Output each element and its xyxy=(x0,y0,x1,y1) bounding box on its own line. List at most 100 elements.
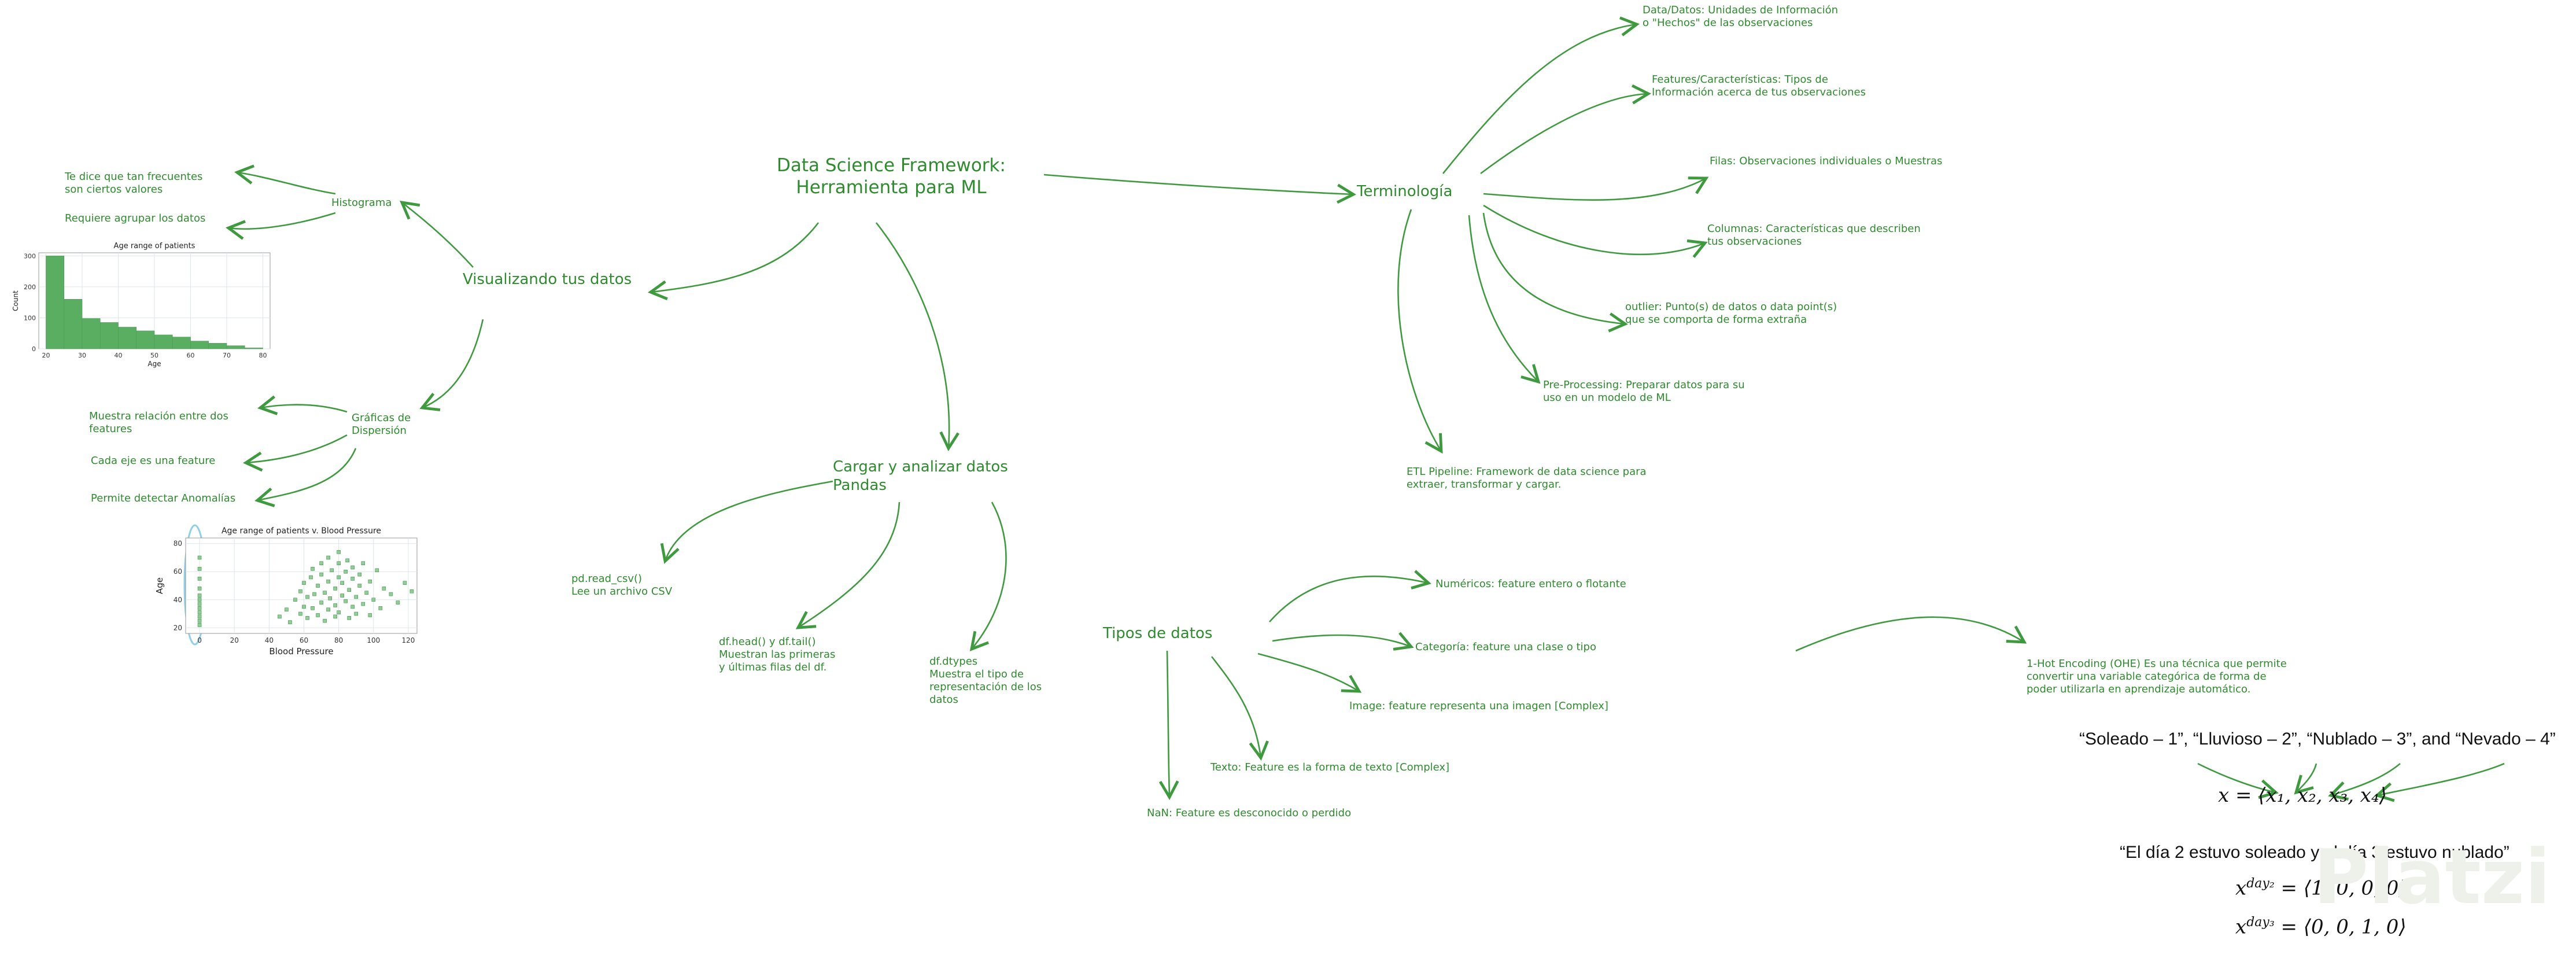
hist-leaf-frecuencia: Te dice que tan frecuentes son ciertos v… xyxy=(65,171,203,196)
connector-central-terminologia xyxy=(1043,174,1356,204)
scatter-title: Age range of patients v. Blood Pressure xyxy=(222,526,381,536)
ohe-example-sentence: “El día 2 estuvo soleado y el día 3 estu… xyxy=(2120,843,2509,862)
scatter-point xyxy=(328,596,332,600)
connector-tipos-nan xyxy=(1158,650,1179,800)
cargar-leaf-read-csv: pd.read_csv() Lee un archivo CSV xyxy=(571,573,673,598)
connector-viz-dispersion xyxy=(419,319,484,411)
hist-bar xyxy=(208,343,227,349)
scatter-point xyxy=(197,594,202,598)
scatter-point xyxy=(340,594,344,598)
scatter-point xyxy=(278,614,282,619)
hist-x-tick-label: 70 xyxy=(223,352,231,359)
scatter-point xyxy=(389,592,393,596)
hist-bar xyxy=(82,318,101,349)
scatter-point xyxy=(197,610,202,614)
scatter-x-label: Blood Pressure xyxy=(269,646,333,657)
dispersion-node: Gráficas de Dispersión xyxy=(352,412,411,437)
scatter-point xyxy=(361,561,366,565)
connector-tipos-image xyxy=(1257,653,1362,693)
scatter-point xyxy=(305,595,309,599)
hist-leaf-agrupar: Requiere agrupar los datos xyxy=(65,212,206,224)
ohe-categories-line: “Soleado – 1”, “Lluvioso – 2”, “Nublado … xyxy=(2079,729,2556,749)
scatter-point xyxy=(326,607,330,612)
ohe-day2-formula: xday₂ = ⟨1, 0, 0, 0⟩ xyxy=(2235,876,2407,900)
connector-term-features xyxy=(1480,84,1651,175)
hist-bar xyxy=(172,337,191,349)
platzi-watermark: Platzi xyxy=(2313,833,2551,921)
scatter-point xyxy=(316,613,320,617)
connector-tipos-numericos xyxy=(1269,570,1431,622)
scatter-x-tick-label: 40 xyxy=(265,636,274,644)
scatter-point xyxy=(323,591,327,595)
scatter-point xyxy=(396,600,400,605)
hist-bar xyxy=(244,348,263,349)
onehot-node: 1-Hot Encoding (OHE) Es una técnica que … xyxy=(2027,658,2287,695)
ohe-day3-formula: xday₃ = ⟨0, 0, 1, 0⟩ xyxy=(2235,915,2407,939)
tipo-texto: Texto: Feature es la forma de texto [Com… xyxy=(1211,761,1450,773)
scatter-plot-area xyxy=(185,537,418,634)
scatter-point xyxy=(354,595,359,599)
scatter-point xyxy=(298,589,302,594)
scatter-point xyxy=(337,561,341,565)
scatter-point xyxy=(337,610,341,614)
scatter-point xyxy=(382,587,386,591)
scatter-point xyxy=(368,613,372,617)
scatter-point xyxy=(337,575,341,580)
viz-node: Visualizando tus datos xyxy=(463,271,632,288)
scatter-point xyxy=(311,606,315,610)
connector-term-filas xyxy=(1483,176,1709,201)
hist-bar xyxy=(136,330,155,349)
scatter-point xyxy=(197,602,202,606)
cargar-node: Cargar y analizar datos Pandas xyxy=(833,458,1008,494)
scatter-point xyxy=(333,614,337,619)
connector-ohe-x2 xyxy=(2294,763,2317,795)
scatter-x-tick-label: 100 xyxy=(367,636,380,644)
disp-leaf-eje: Cada eje es una feature xyxy=(91,455,216,467)
hist-bar xyxy=(226,345,245,349)
scatter-point xyxy=(197,577,202,581)
connector-tipos-categoria xyxy=(1272,632,1414,651)
scatter-point xyxy=(305,616,309,620)
hist-x-label: Age xyxy=(147,360,161,368)
scatter-point xyxy=(345,558,349,563)
scatter-point xyxy=(319,572,323,577)
scatter-point xyxy=(344,599,348,603)
scatter-point xyxy=(347,588,352,592)
connector-viz-histograma xyxy=(400,200,474,268)
tipos-node: Tipos de datos xyxy=(1103,625,1213,642)
scatter-point xyxy=(357,572,362,577)
hist-y-tick-label: 200 xyxy=(24,283,36,291)
connector-histograma-leaf1 xyxy=(234,164,336,195)
histograma-node: Histograma xyxy=(331,197,392,209)
connector-term-preproc xyxy=(1468,215,1541,384)
scatter-x-tick-label: 20 xyxy=(230,636,239,644)
hist-x-tick-label: 50 xyxy=(150,352,158,359)
connector-cargar-leaf1 xyxy=(660,480,833,564)
scatter-point xyxy=(371,598,376,602)
connector-cargar-leaf2 xyxy=(795,502,901,629)
scatter-point xyxy=(312,592,316,596)
scatter-point xyxy=(326,579,330,584)
scatter-point xyxy=(337,550,341,554)
scatter-y-tick-label: 80 xyxy=(174,540,182,548)
scatter-point xyxy=(364,591,369,595)
hist-bar xyxy=(154,334,173,349)
connectors xyxy=(226,16,2505,802)
hist-bar xyxy=(99,322,119,349)
connector-tipos-texto xyxy=(1211,656,1269,761)
hist-x-tick-label: 40 xyxy=(115,352,123,359)
scatter-point xyxy=(323,618,327,623)
scatter-point xyxy=(197,623,202,627)
term-features: Features/Características: Tipos de Infor… xyxy=(1652,73,1866,98)
scatter-y-tick-label: 40 xyxy=(174,596,182,604)
scatter-point xyxy=(409,589,414,594)
scatter-point xyxy=(354,611,359,616)
hist-bar xyxy=(46,256,65,349)
connector-dispersion-leaf2 xyxy=(243,434,348,472)
hist-x-tick-label: 20 xyxy=(42,352,50,359)
scatter-x-tick-label: 120 xyxy=(402,636,415,644)
scatter-point xyxy=(350,565,355,570)
connector-histograma-leaf2 xyxy=(226,212,336,240)
